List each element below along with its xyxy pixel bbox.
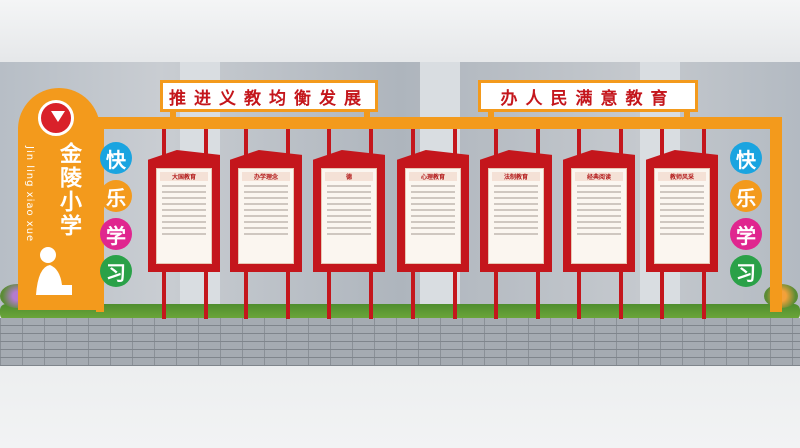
slogan-right-circle: 快: [730, 142, 762, 174]
display-board: 法制教育: [480, 150, 552, 272]
poster-title: 大国教育: [160, 172, 208, 181]
display-board: 心理教育: [397, 150, 469, 272]
poster-title: 经典阅读: [575, 172, 623, 181]
poster: 经典阅读: [571, 168, 627, 264]
poster-title: 法制教育: [492, 172, 540, 181]
poster: 德: [321, 168, 377, 264]
poster: 心理教育: [405, 168, 461, 264]
right-pillar: [770, 117, 782, 312]
brick-wall: [0, 318, 800, 366]
banner-left: 推进义教均衡发展: [160, 80, 378, 112]
poster-title: 教师风采: [658, 172, 706, 181]
banner-right: 办人民满意教育: [478, 80, 698, 112]
display-board: 大国教育: [148, 150, 220, 272]
slogan-left-circle: 快: [100, 142, 132, 174]
left-pillar: [96, 117, 104, 312]
school-logo: [38, 100, 74, 136]
display-board: 办学理念: [230, 150, 302, 272]
poster: 大国教育: [156, 168, 212, 264]
slogan-left-circle: 乐: [100, 180, 132, 212]
slogan-left-circle: 学: [100, 218, 132, 250]
poster-title: 办学理念: [242, 172, 290, 181]
school-pinyin: Jin ling xiao xue: [24, 146, 35, 243]
top-beam: [96, 117, 782, 129]
reading-girl-icon: [36, 247, 72, 295]
poster-title: 心理教育: [409, 172, 457, 181]
grass-hedge: [0, 304, 800, 320]
slogan-right-circle: 学: [730, 218, 762, 250]
poster: 办学理念: [238, 168, 294, 264]
slogan-left-circle: 习: [100, 255, 132, 287]
display-board: 德: [313, 150, 385, 272]
display-board: 经典阅读: [563, 150, 635, 272]
poster: 教师风采: [654, 168, 710, 264]
slogan-right-circle: 习: [730, 255, 762, 287]
school-name: 金陵小学: [56, 142, 81, 238]
poster-title: 德: [325, 172, 373, 181]
poster: 法制教育: [488, 168, 544, 264]
slogan-right-circle: 乐: [730, 180, 762, 212]
display-board: 教师风采: [646, 150, 718, 272]
